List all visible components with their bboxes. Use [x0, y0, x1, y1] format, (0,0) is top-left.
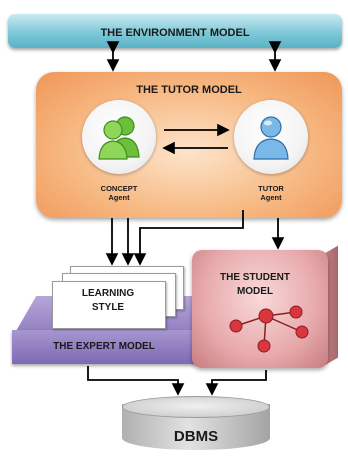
- student-model-line1: THE STUDENT: [220, 272, 290, 283]
- expert-model-box: [12, 330, 196, 364]
- concept-agent-name: CONCEPT: [100, 184, 138, 193]
- tutor-to-style-arrow: [133, 210, 244, 266]
- expert-to-dbms-arrow: [87, 366, 185, 396]
- learning-style-page-front: [52, 281, 166, 329]
- concept-agent-role: Agent: [108, 193, 130, 202]
- environment-model-box: [8, 14, 342, 48]
- network-icon: [229, 305, 309, 353]
- tutor-agent-role: Agent: [260, 193, 282, 202]
- tutor-agent-name: TUTOR: [258, 184, 284, 193]
- expert-model-label: THE EXPERT MODEL: [53, 341, 155, 352]
- environment-model-label: THE ENVIRONMENT MODEL: [100, 27, 250, 39]
- tutor-agent-icon: [253, 116, 289, 160]
- dbms-cylinder-top: [122, 396, 270, 418]
- student-model-line2: MODEL: [236, 286, 274, 297]
- learning-style-line2: STYLE: [91, 302, 125, 313]
- learning-style-line1: LEARNING: [81, 288, 135, 299]
- tutor-model-label: THE TUTOR MODEL: [136, 84, 242, 96]
- concept-agent-icon: [98, 116, 140, 160]
- dbms-label: DBMS: [173, 428, 219, 445]
- student-to-dbms-arrow: [205, 370, 267, 396]
